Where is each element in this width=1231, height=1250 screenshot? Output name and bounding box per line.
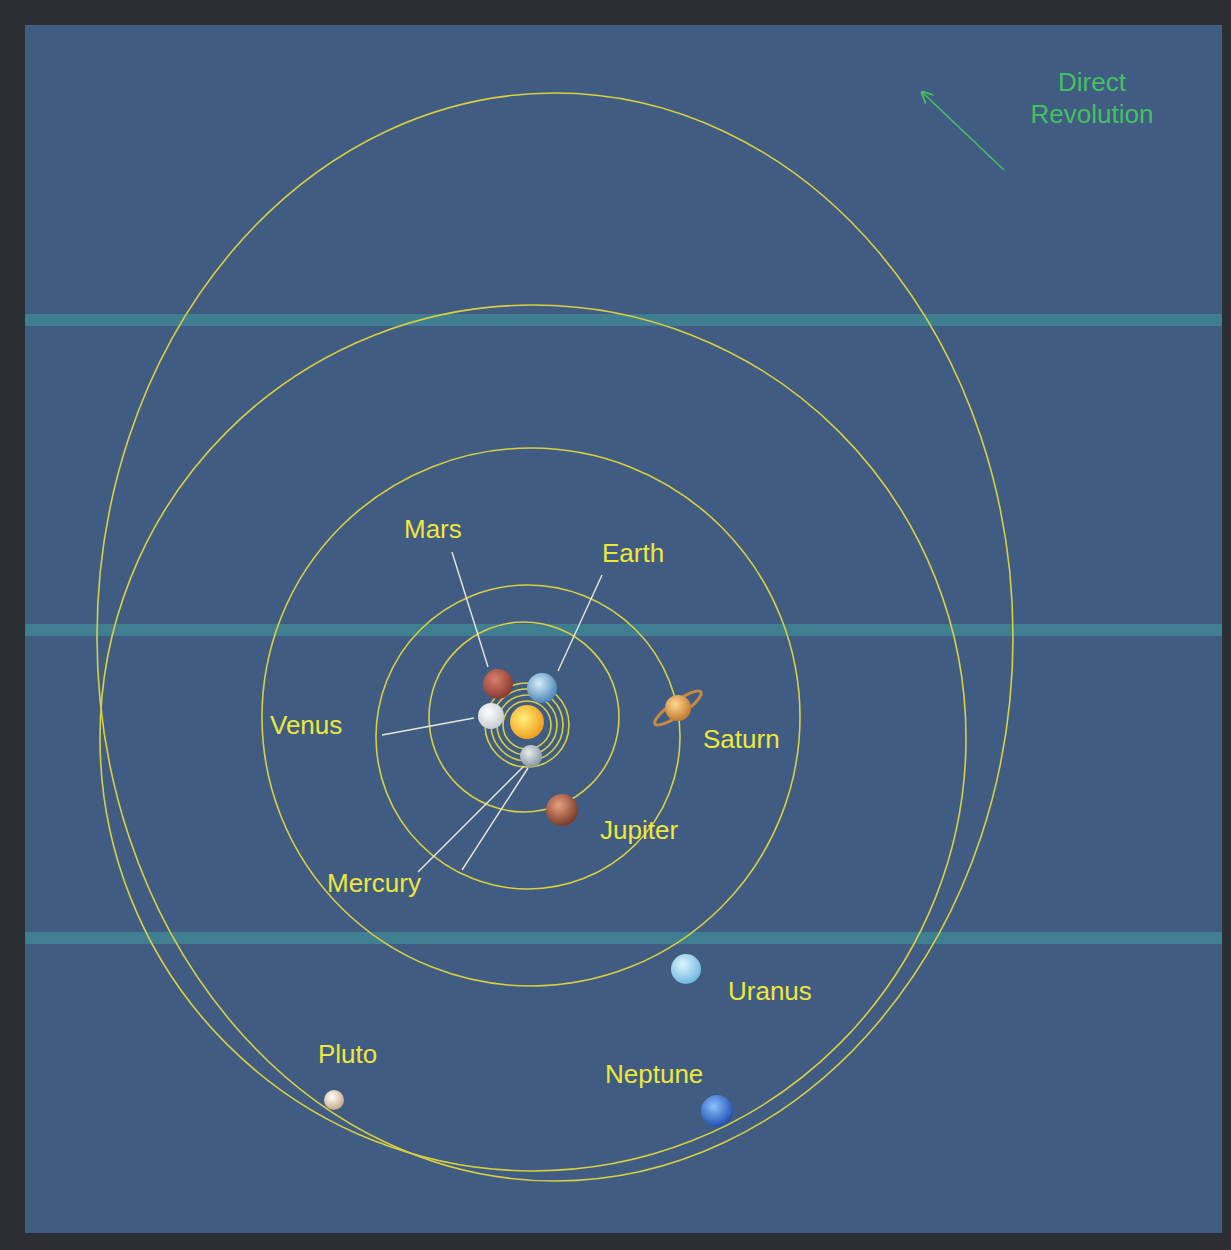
- earth-planet: [527, 673, 557, 703]
- direction-note: Direct Revolution: [1002, 66, 1182, 130]
- uranus-planet: [671, 954, 701, 984]
- orbits: [97, 93, 1013, 1181]
- scan-stripes: [25, 314, 1222, 944]
- planet-label: Saturn: [703, 724, 780, 754]
- planet-label: Mercury: [327, 868, 421, 898]
- planet-label: Jupiter: [600, 815, 678, 845]
- planet-label: Pluto: [318, 1039, 377, 1069]
- saturn-planet: [651, 686, 705, 730]
- mars-planet: [483, 669, 513, 699]
- planets: [324, 669, 733, 1127]
- planet-label: Mars: [404, 514, 462, 544]
- jupiter-planet: [546, 794, 578, 826]
- direction-arrow: [922, 92, 1004, 170]
- neptune-planet: [701, 1095, 733, 1127]
- planet-label: Earth: [602, 538, 664, 568]
- planet-label: Uranus: [728, 976, 812, 1006]
- venus-planet: [478, 703, 504, 729]
- space-ground: [25, 25, 1222, 1233]
- leader-lines: [382, 552, 602, 872]
- mercury-planet: [520, 745, 542, 767]
- pluto-planet: [324, 1090, 344, 1110]
- planet-label: Neptune: [605, 1059, 703, 1089]
- sun: [510, 705, 544, 739]
- planet-label: Venus: [270, 710, 342, 740]
